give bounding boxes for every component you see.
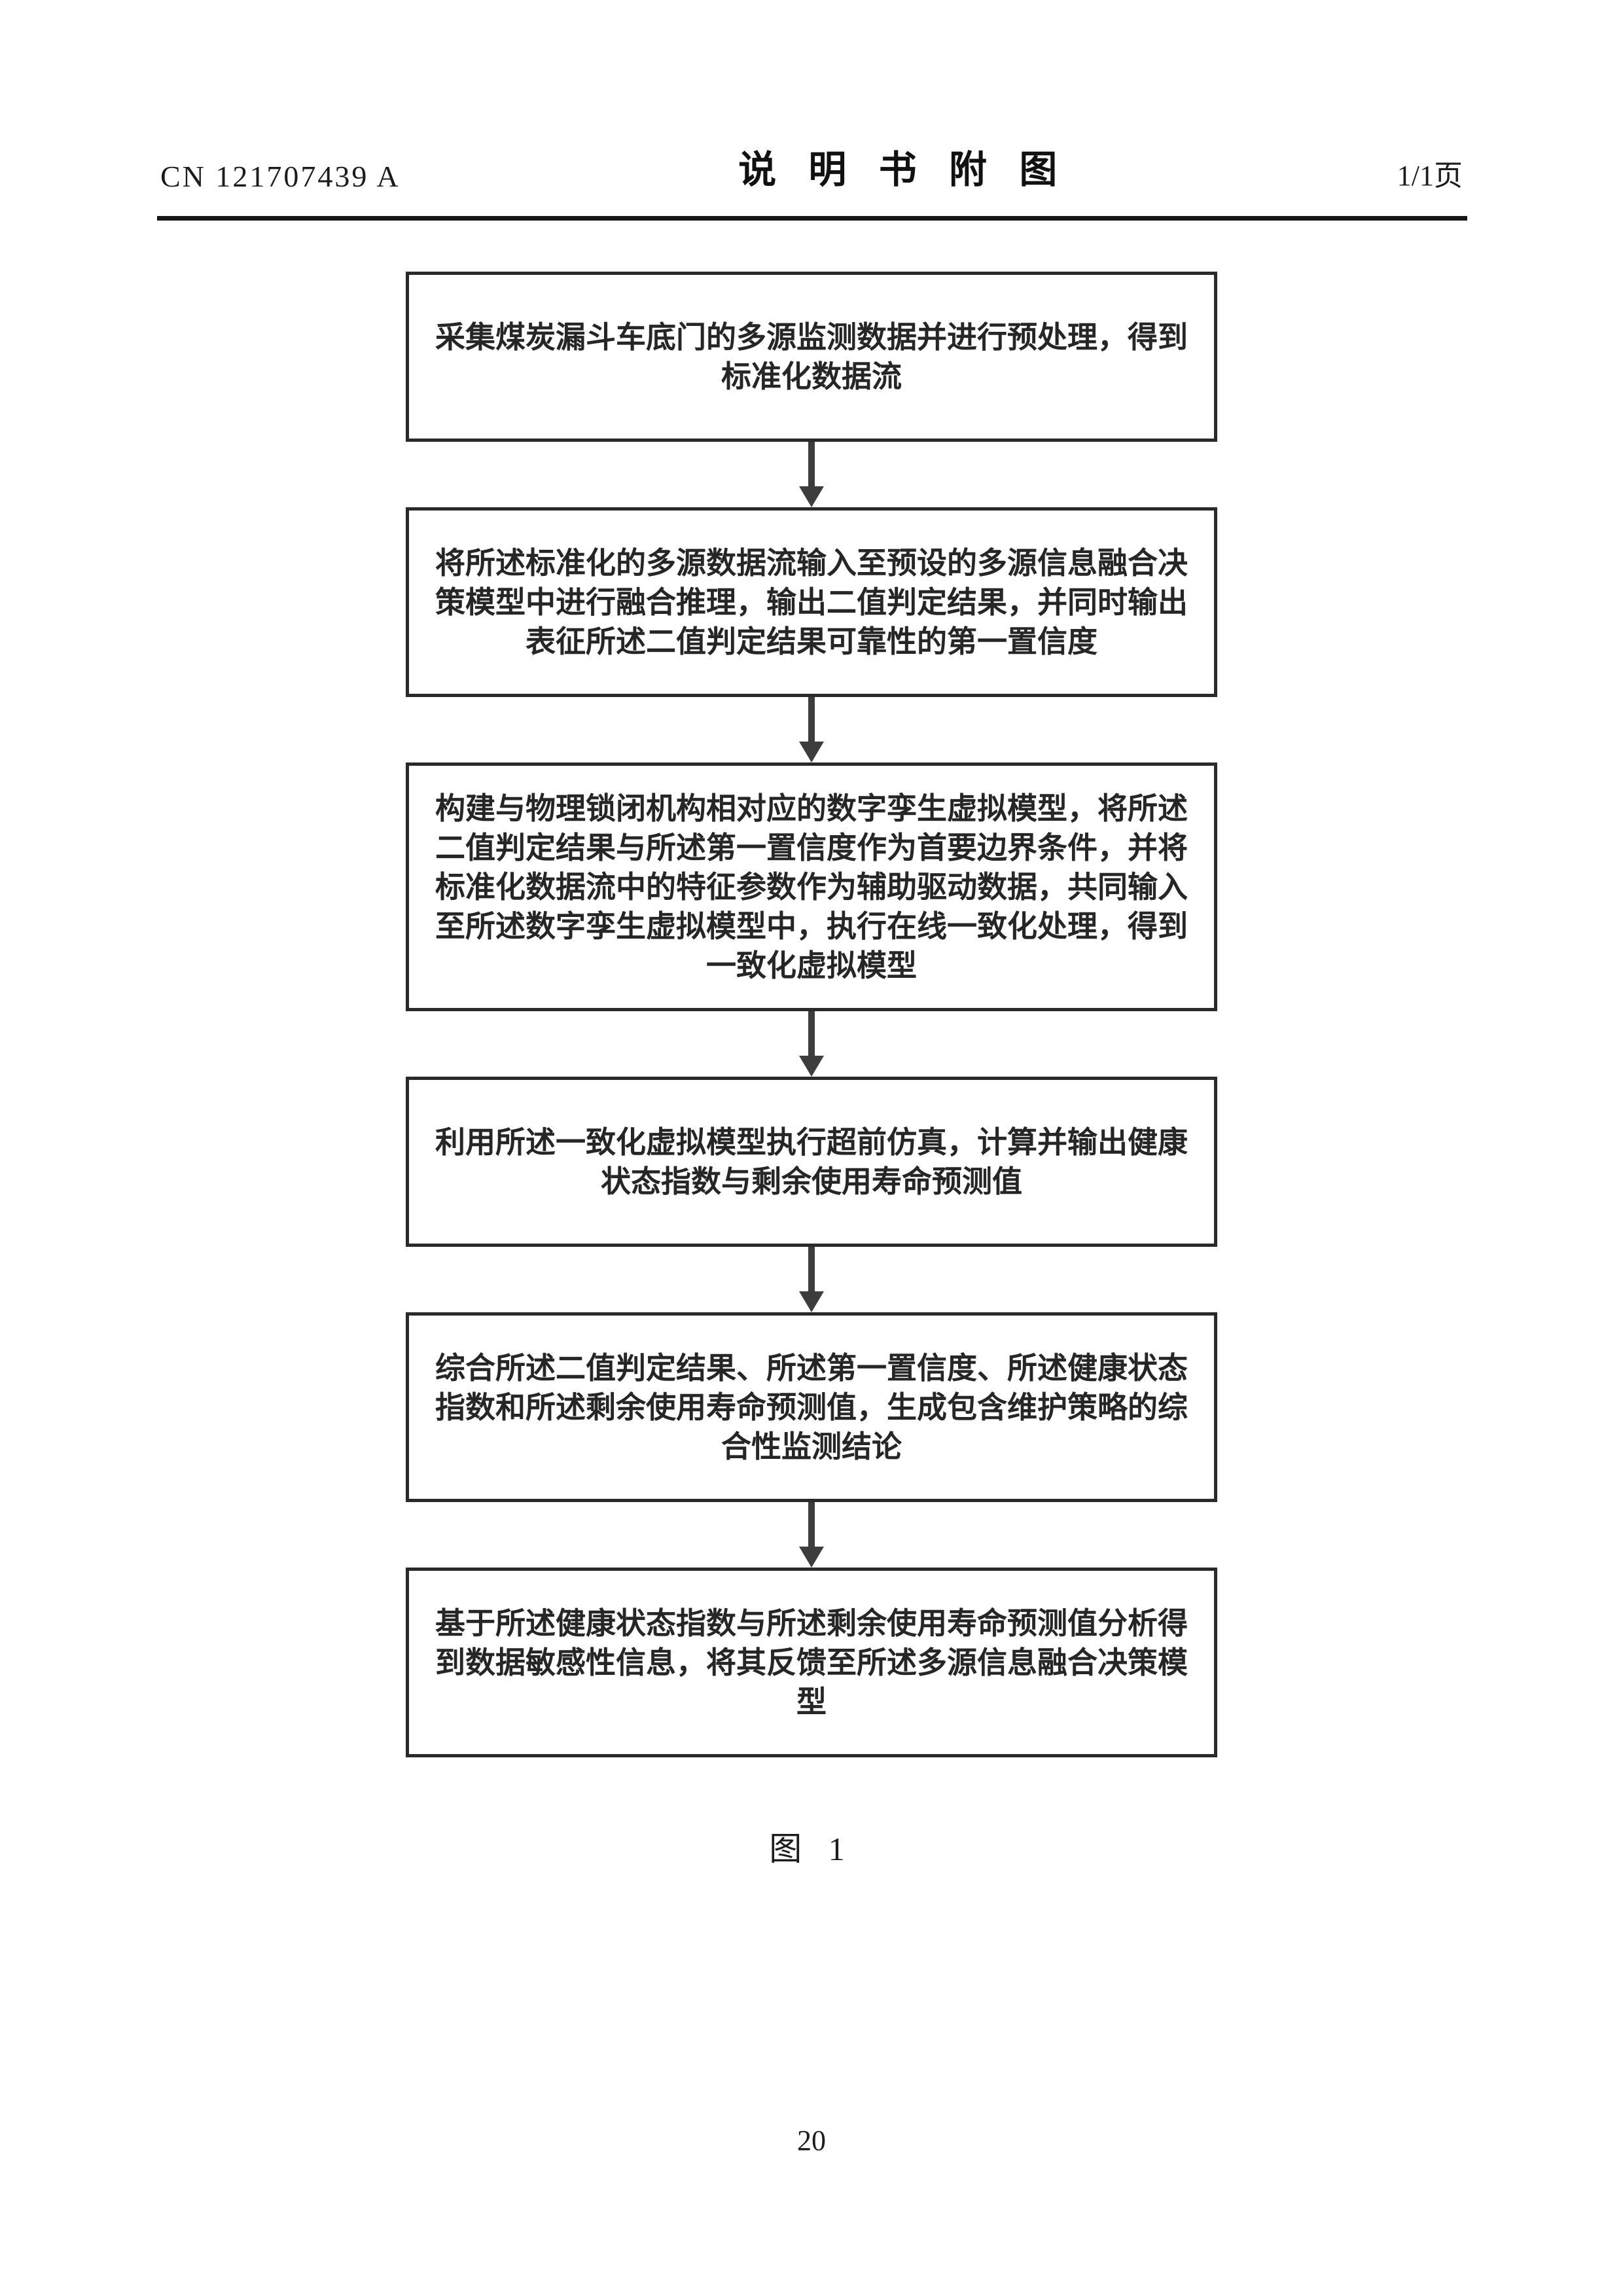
flowchart-step-1-text: 采集煤炭漏斗车底门的多源监测数据并进行预处理，得到标准化数据流: [435, 320, 1188, 393]
arrow-down-icon: [799, 1011, 824, 1077]
flowchart-step-5-text: 综合所述二值判定结果、所述第一置信度、所述健康状态指数和所述剩余使用寿命预测值，…: [435, 1351, 1188, 1463]
flowchart-step-5: 综合所述二值判定结果、所述第一置信度、所述健康状态指数和所述剩余使用寿命预测值，…: [406, 1312, 1217, 1502]
arrow-down-icon: [799, 442, 824, 507]
flowchart-step-2-text: 将所述标准化的多源数据流输入至预设的多源信息融合决策模型中进行融合推理，输出二值…: [435, 546, 1188, 658]
arrow-head: [799, 742, 824, 762]
arrow-down-icon: [799, 697, 824, 762]
document-title: 说明书附图: [738, 149, 1090, 191]
patent-number: CN 121707439 A: [160, 160, 401, 193]
arrow-head: [799, 1547, 824, 1568]
flowchart-step-2: 将所述标准化的多源数据流输入至预设的多源信息融合决策模型中进行融合推理，输出二值…: [406, 507, 1217, 697]
page-header: CN 121707439 A 说明书附图 1/1页: [160, 139, 1463, 194]
flowchart-step-3-text: 构建与物理锁闭机构相对应的数字孪生虚拟模型，将所述二值判定结果与所述第一置信度作…: [435, 791, 1188, 982]
header-divider: [157, 216, 1467, 221]
arrow-shaft: [808, 1502, 815, 1547]
arrow-shaft: [808, 442, 815, 486]
flowchart-step-4-text: 利用所述一致化虚拟模型执行超前仿真，计算并输出健康状态指数与剩余使用寿命预测值: [435, 1125, 1188, 1198]
flowchart-step-6-text: 基于所述健康状态指数与所述剩余使用寿命预测值分析得到数据敏感性信息，将其反馈至所…: [435, 1606, 1188, 1719]
flowchart-step-1: 采集煤炭漏斗车底门的多源监测数据并进行预处理，得到标准化数据流: [406, 272, 1217, 442]
arrow-head: [799, 1291, 824, 1312]
arrow-shaft: [808, 697, 815, 742]
page-number: 20: [797, 2125, 826, 2157]
figure-caption: 图 1: [769, 1831, 854, 1867]
flowchart-step-6: 基于所述健康状态指数与所述剩余使用寿命预测值分析得到数据敏感性信息，将其反馈至所…: [406, 1568, 1217, 1757]
flowchart-step-4: 利用所述一致化虚拟模型执行超前仿真，计算并输出健康状态指数与剩余使用寿命预测值: [406, 1077, 1217, 1247]
flowchart-step-3: 构建与物理锁闭机构相对应的数字孪生虚拟模型，将所述二值判定结果与所述第一置信度作…: [406, 762, 1217, 1011]
arrow-down-icon: [799, 1247, 824, 1312]
arrow-shaft: [808, 1247, 815, 1291]
page-indicator: 1/1页: [1397, 160, 1463, 192]
arrow-head: [799, 486, 824, 507]
arrow-down-icon: [799, 1502, 824, 1568]
arrow-shaft: [808, 1011, 815, 1056]
arrow-head: [799, 1056, 824, 1077]
